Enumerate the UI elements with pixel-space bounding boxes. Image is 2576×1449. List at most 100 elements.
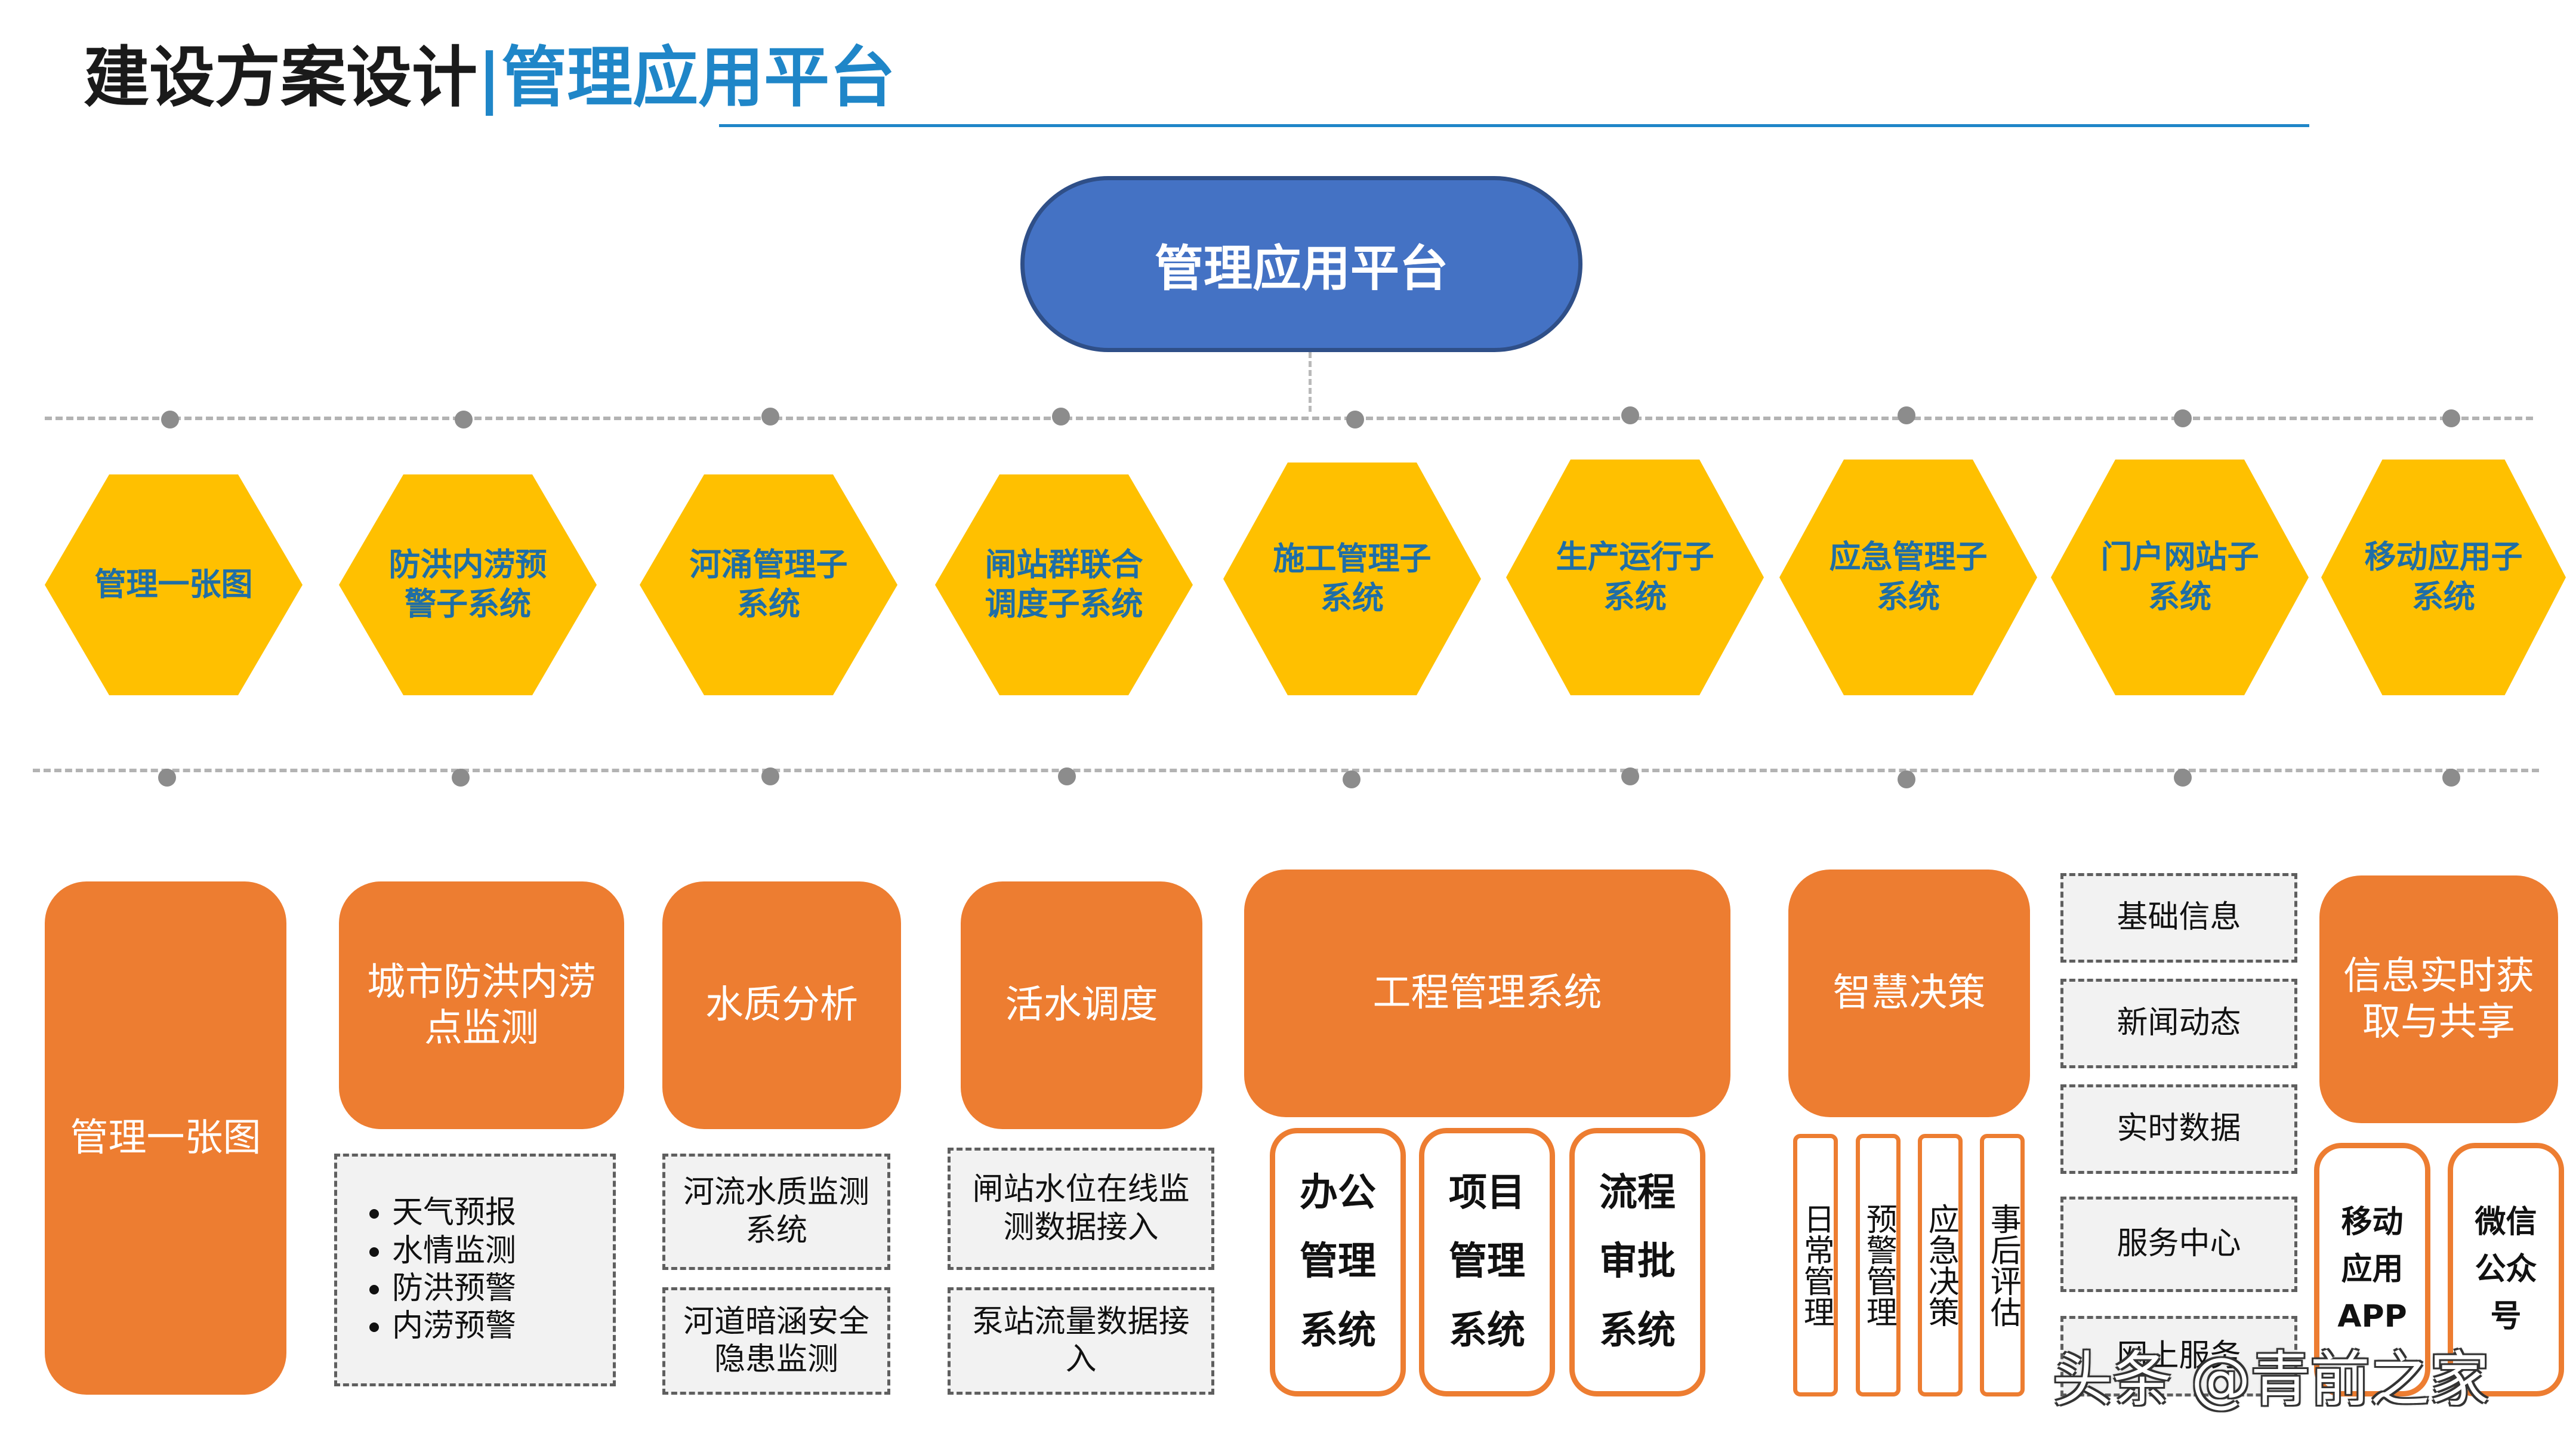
root-connector [1309, 352, 1312, 412]
info-item: 移动应用APP [2314, 1143, 2430, 1396]
root-label: 管理应用平台 [1154, 241, 1448, 297]
header-underline [719, 124, 2309, 127]
decision-item: 应急决策 [1918, 1134, 1963, 1396]
item-label: 办公管理系统 [1300, 1171, 1376, 1353]
water-quality-item: 河道暗涵安全隐患监测 [662, 1287, 890, 1395]
module-label: 管理一张图 [70, 1115, 261, 1160]
item-label: 河流水质监测系统 [683, 1174, 869, 1248]
list-item: 天气预报 [392, 1194, 516, 1232]
upper-dot [1898, 406, 1915, 424]
module-map: 管理一张图 [45, 881, 286, 1395]
upper-dot [1621, 406, 1639, 424]
item-label: 基础信息 [2117, 899, 2241, 936]
upper-dot [2174, 409, 2192, 427]
title-main: 建设方案设计 [84, 39, 477, 116]
hex-subsystem-emergency: 应急管理子系统 [1779, 460, 2037, 695]
module-label: 智慧决策 [1832, 971, 1986, 1016]
upper-divider [45, 417, 2533, 420]
hex-subsystem-river: 河涌管理子系统 [640, 474, 897, 695]
watermark: 头条 @青前之家 [2053, 1345, 2489, 1414]
upper-dot [761, 408, 779, 426]
upper-dot [455, 411, 473, 428]
module-flood: 城市防洪内涝点监测 [339, 881, 624, 1129]
portal-item: 服务中心 [2060, 1197, 2297, 1292]
module-live-water: 活水调度 [961, 881, 1202, 1129]
hex-subsystem-mobile: 移动应用子系统 [2321, 460, 2566, 695]
portal-item: 新闻动态 [2060, 979, 2297, 1068]
flood-bullet-list: 天气预报 水情监测 防洪预警 内涝预警 [344, 1194, 516, 1346]
portal-item: 基础信息 [2060, 873, 2297, 963]
hex-subsystem-map: 管理一张图 [45, 474, 303, 695]
engineering-item: 办公管理系统 [1270, 1128, 1406, 1396]
module-label: 活水调度 [1005, 983, 1158, 1028]
hex-label: 防洪内涝预警子系统 [388, 546, 547, 622]
hex-label: 管理一张图 [94, 566, 253, 603]
module-label: 信息实时获取与共享 [2343, 954, 2534, 1044]
item-label: 闸站水位在线监测数据接入 [972, 1171, 1190, 1245]
lower-dot [158, 769, 176, 787]
lower-dot [761, 767, 779, 785]
title-accent: |管理应用平台 [477, 39, 896, 116]
page-title: 建设方案设计|管理应用平台 [84, 45, 895, 110]
item-label: 泵站流量数据接入 [972, 1303, 1190, 1377]
item-label: 网上服务 [2117, 1337, 2241, 1374]
list-item: 内涝预警 [392, 1308, 516, 1345]
upper-dot [1346, 411, 1364, 428]
hex-subsystem-flood: 防洪内涝预警子系统 [339, 474, 597, 695]
decision-item: 日常管理 [1793, 1134, 1838, 1396]
item-label: 流程审批系统 [1599, 1171, 1676, 1353]
flood-bullet-box: 天气预报 水情监测 防洪预警 内涝预警 [334, 1154, 616, 1386]
list-item: 水情监测 [392, 1232, 516, 1270]
list-item: 防洪预警 [392, 1270, 516, 1308]
module-label: 水质分析 [705, 983, 858, 1028]
hex-label: 闸站群联合调度子系统 [985, 546, 1143, 622]
item-label: 应急决策 [1923, 1203, 1959, 1327]
portal-item: 实时数据 [2060, 1084, 2297, 1174]
item-label: 实时数据 [2117, 1111, 2241, 1147]
engineering-item: 项目管理系统 [1419, 1128, 1555, 1396]
live-water-item: 泵站流量数据接入 [948, 1287, 1214, 1395]
decision-item: 预警管理 [1856, 1134, 1901, 1396]
item-label: 移动应用APP [2337, 1204, 2407, 1335]
engineering-item: 流程审批系统 [1569, 1128, 1705, 1396]
hex-label: 生产运行子系统 [1556, 539, 1714, 615]
module-engineering: 工程管理系统 [1244, 870, 1730, 1117]
lower-dot [1343, 770, 1361, 788]
portal-item: 网上服务 [2060, 1316, 2297, 1396]
hex-label: 河涌管理子系统 [689, 546, 848, 622]
hex-label: 门户网站子系统 [2100, 539, 2259, 615]
info-item: 微信公众号 [2448, 1143, 2564, 1396]
live-water-item: 闸站水位在线监测数据接入 [948, 1148, 1214, 1270]
water-quality-item: 河流水质监测系统 [662, 1154, 890, 1270]
module-info: 信息实时获取与共享 [2319, 875, 2558, 1123]
hex-subsystem-gate: 闸站群联合调度子系统 [935, 474, 1193, 695]
lower-dot [2442, 769, 2460, 787]
hex-label: 施工管理子系统 [1273, 540, 1432, 616]
root-node: 管理应用平台 [1020, 176, 1582, 352]
lower-dot [1898, 770, 1915, 788]
lower-dot [1058, 767, 1076, 785]
item-label: 预警管理 [1861, 1203, 1897, 1327]
module-label: 城市防洪内涝点监测 [367, 960, 596, 1050]
upper-dot [2442, 409, 2460, 427]
decision-item: 事后评估 [1980, 1134, 2025, 1396]
lower-dot [1621, 767, 1639, 785]
module-label: 工程管理系统 [1372, 971, 1602, 1016]
item-label: 事后评估 [1985, 1203, 2021, 1327]
item-label: 微信公众号 [2475, 1204, 2537, 1335]
hex-label: 移动应用子系统 [2364, 539, 2523, 615]
hex-label: 应急管理子系统 [1829, 539, 1988, 615]
hex-subsystem-portal: 门户网站子系统 [2051, 460, 2309, 695]
lower-dot [2174, 769, 2192, 787]
hex-subsystem-production: 生产运行子系统 [1506, 460, 1764, 695]
upper-dot [1052, 408, 1070, 426]
item-label: 项目管理系统 [1449, 1171, 1525, 1353]
item-label: 河道暗涵安全隐患监测 [683, 1303, 869, 1377]
module-water-quality: 水质分析 [662, 881, 901, 1129]
module-decision: 智慧决策 [1788, 870, 2030, 1117]
lower-dot [452, 769, 470, 787]
lower-divider [33, 769, 2539, 772]
hex-subsystem-construction: 施工管理子系统 [1223, 463, 1481, 695]
item-label: 新闻动态 [2117, 1005, 2241, 1041]
